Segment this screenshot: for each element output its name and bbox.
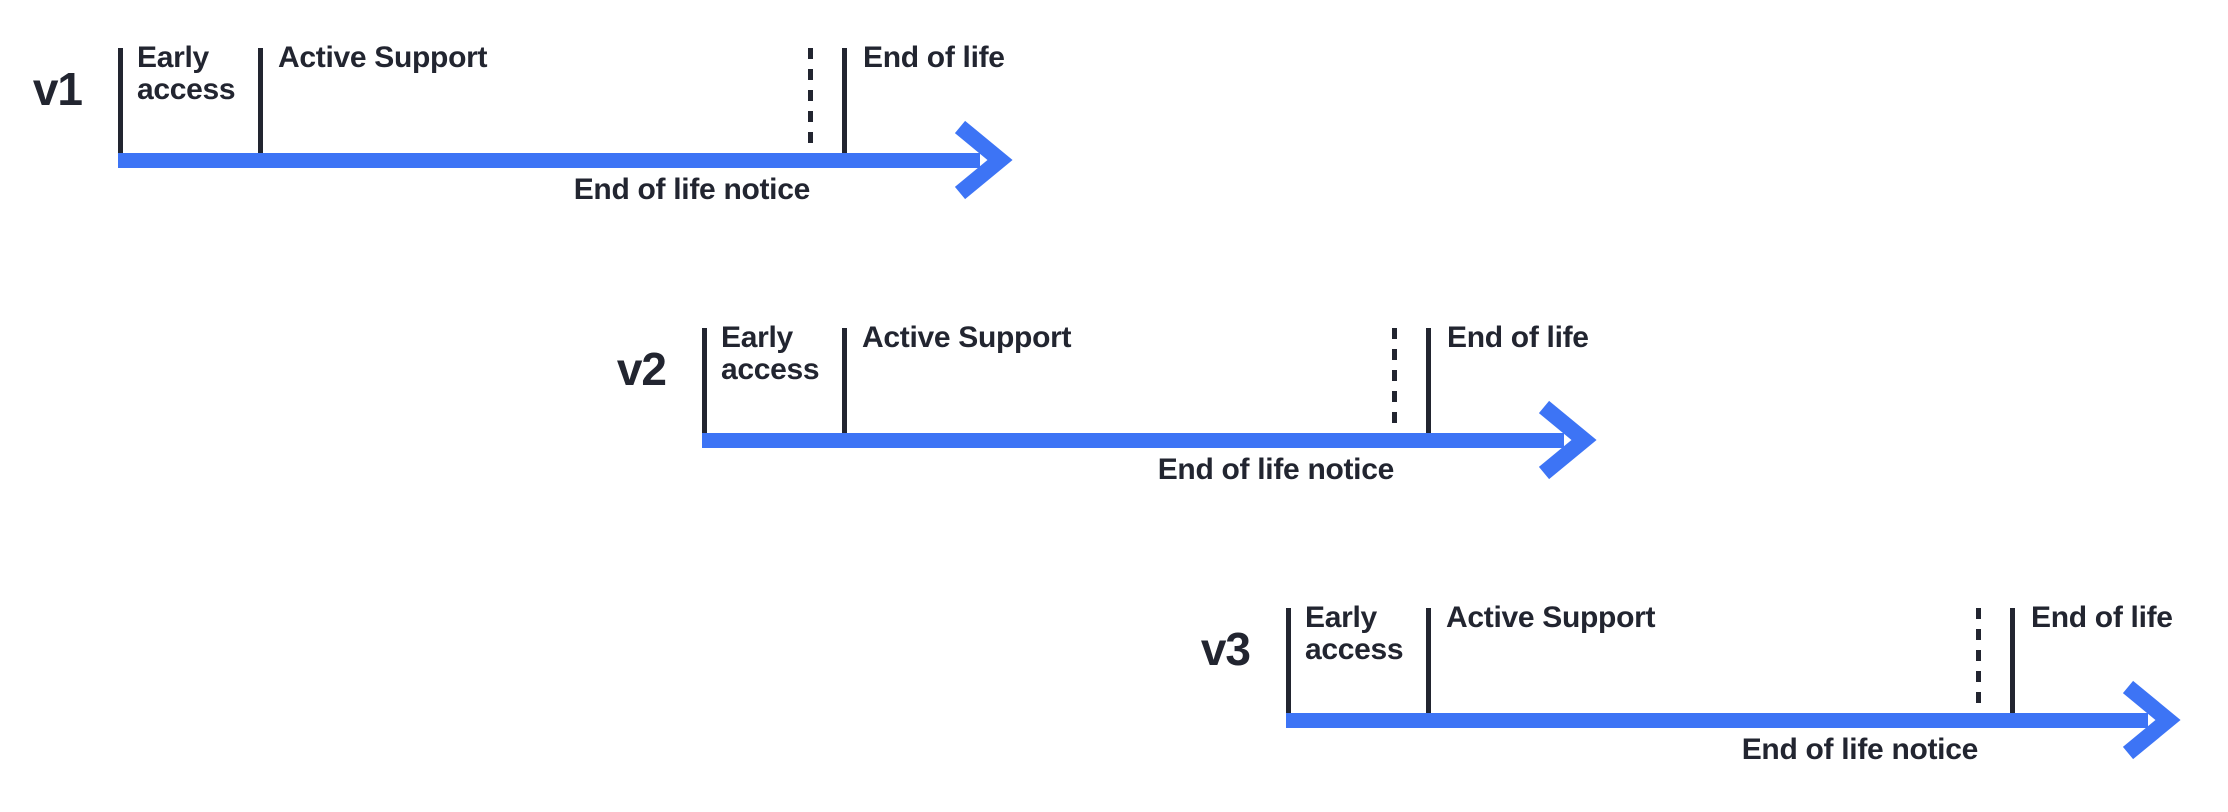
timeline-bar: [118, 153, 980, 168]
end-of-life-notice-label: End of life notice: [1157, 453, 1395, 486]
active-support-label: Active Support: [1446, 601, 1656, 634]
active-support-label: Active Support: [862, 321, 1072, 354]
active-support-start-tick: [258, 48, 263, 153]
early-access-start-tick: [702, 328, 707, 433]
end-of-life-label: End of life: [2031, 601, 2173, 634]
eol-notice-dashed-line: [1392, 328, 1397, 428]
version-label: v2: [616, 343, 667, 395]
timeline-row-v3: v3 Early access Active Support End of li…: [1201, 602, 2228, 808]
end-of-life-notice-label: End of life notice: [573, 173, 811, 206]
arrow-head-icon: [2122, 680, 2181, 760]
early-access-label: Early access: [137, 41, 236, 106]
arrow-head-icon: [1538, 400, 1597, 480]
timeline-bar: [1286, 713, 2148, 728]
eol-notice-dashed-line: [808, 48, 813, 148]
early-access-label: Early access: [721, 321, 820, 386]
arrow-head-icon: [954, 120, 1013, 200]
timeline-row-v1: v1 Early access Active Support End of li…: [33, 42, 1218, 248]
version-label: v1: [32, 63, 83, 115]
active-support-label: Active Support: [278, 41, 488, 74]
end-of-life-notice-label: End of life notice: [1741, 733, 1979, 766]
timeline-bar: [702, 433, 1564, 448]
active-support-start-tick: [842, 328, 847, 433]
early-access-start-tick: [1286, 608, 1291, 713]
early-access-start-tick: [118, 48, 123, 153]
end-of-life-tick: [2010, 608, 2015, 713]
end-of-life-label: End of life: [863, 41, 1005, 74]
active-support-start-tick: [1426, 608, 1431, 713]
end-of-life-tick: [1426, 328, 1431, 433]
early-access-label: Early access: [1305, 601, 1404, 666]
end-of-life-label: End of life: [1447, 321, 1589, 354]
end-of-life-tick: [842, 48, 847, 153]
version-label: v3: [1200, 623, 1251, 675]
timeline-row-v2: v2 Early access Active Support End of li…: [617, 322, 1802, 528]
eol-notice-dashed-line: [1976, 608, 1981, 708]
